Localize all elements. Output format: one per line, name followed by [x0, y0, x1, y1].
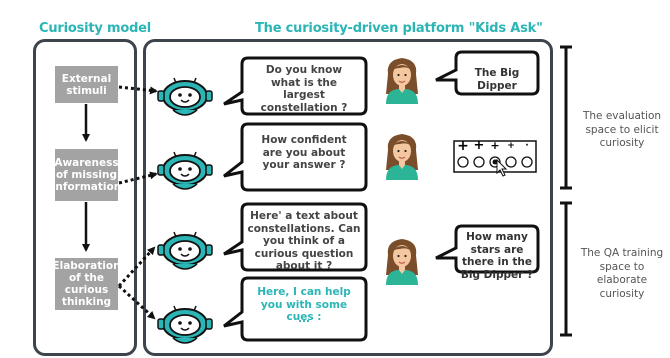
agent-bubble-2 — [223, 122, 368, 192]
scale-option — [457, 156, 469, 168]
agent-bubble-3 — [223, 202, 368, 272]
child-bubble-2-text: How many stars are there in the Big Dipp… — [460, 231, 534, 281]
scale-option — [473, 156, 485, 168]
dotted-arrow-3 — [117, 246, 156, 288]
agent-bubble-4-text: Here, I can help you with some cues : — [257, 286, 351, 323]
scale-symbol: · — [525, 141, 529, 151]
training-space-label: The QA training space to elaborate curio… — [580, 247, 664, 300]
scale-symbol: + — [473, 138, 485, 153]
agent-bubble-3-text: Here' a text about constellations. Can y… — [247, 210, 361, 272]
scale-symbol: + — [490, 139, 500, 152]
training-bracket — [560, 201, 572, 337]
scale-option — [521, 156, 533, 168]
agent-bubble-1 — [223, 56, 368, 116]
scale-option — [489, 156, 501, 168]
agent-bubble-4-ellipsis: ... — [298, 313, 310, 325]
agent-bubble-4 — [223, 276, 368, 342]
stage-label: External stimuli — [61, 72, 112, 97]
child-icon — [385, 238, 419, 286]
robot-icon — [157, 305, 213, 344]
scale-selected-dot — [492, 159, 498, 165]
cursor-icon — [496, 158, 508, 177]
scale-option — [505, 156, 517, 168]
dotted-arrow-4 — [117, 284, 156, 320]
child-bubble-2 — [435, 224, 540, 274]
stage-elaboration: Elaboration of the curious thinking — [52, 258, 121, 310]
child-icon — [385, 133, 419, 181]
agent-bubble-1-text: Do you know what is the largest constell… — [260, 64, 348, 114]
scale-symbols: + + + + · — [455, 138, 535, 154]
stage-awareness: Awareness of missing information — [51, 149, 122, 201]
robot-icon — [157, 77, 213, 116]
curiosity-model-panel — [33, 39, 137, 356]
evaluation-space-label: The evaluation space to elicit curiosity — [582, 110, 662, 149]
child-icon — [385, 57, 419, 105]
child-bubble-1 — [435, 50, 540, 96]
curiosity-model-title: Curiosity model — [39, 21, 152, 36]
agent-bubble-2-text: How confident are you about your answer … — [261, 134, 347, 171]
platform-title: The curiosity-driven platform "Kids Ask" — [255, 21, 543, 36]
stage-label: Awareness of missing information — [51, 157, 122, 193]
platform-panel — [143, 39, 553, 356]
stage-label: Elaboration of the curious thinking — [52, 260, 121, 308]
scale-symbol: + — [507, 141, 515, 151]
scale-symbol: + — [457, 138, 469, 154]
evaluation-bracket — [560, 45, 572, 190]
dotted-arrow-2 — [118, 171, 158, 185]
dotted-arrow-1 — [118, 85, 158, 95]
robot-icon — [157, 151, 213, 190]
robot-icon — [157, 231, 213, 270]
child-bubble-1-text: The Big Dipper — [474, 67, 520, 92]
confidence-scale — [453, 140, 537, 177]
stage-external-stimuli: External stimuli — [55, 66, 118, 103]
